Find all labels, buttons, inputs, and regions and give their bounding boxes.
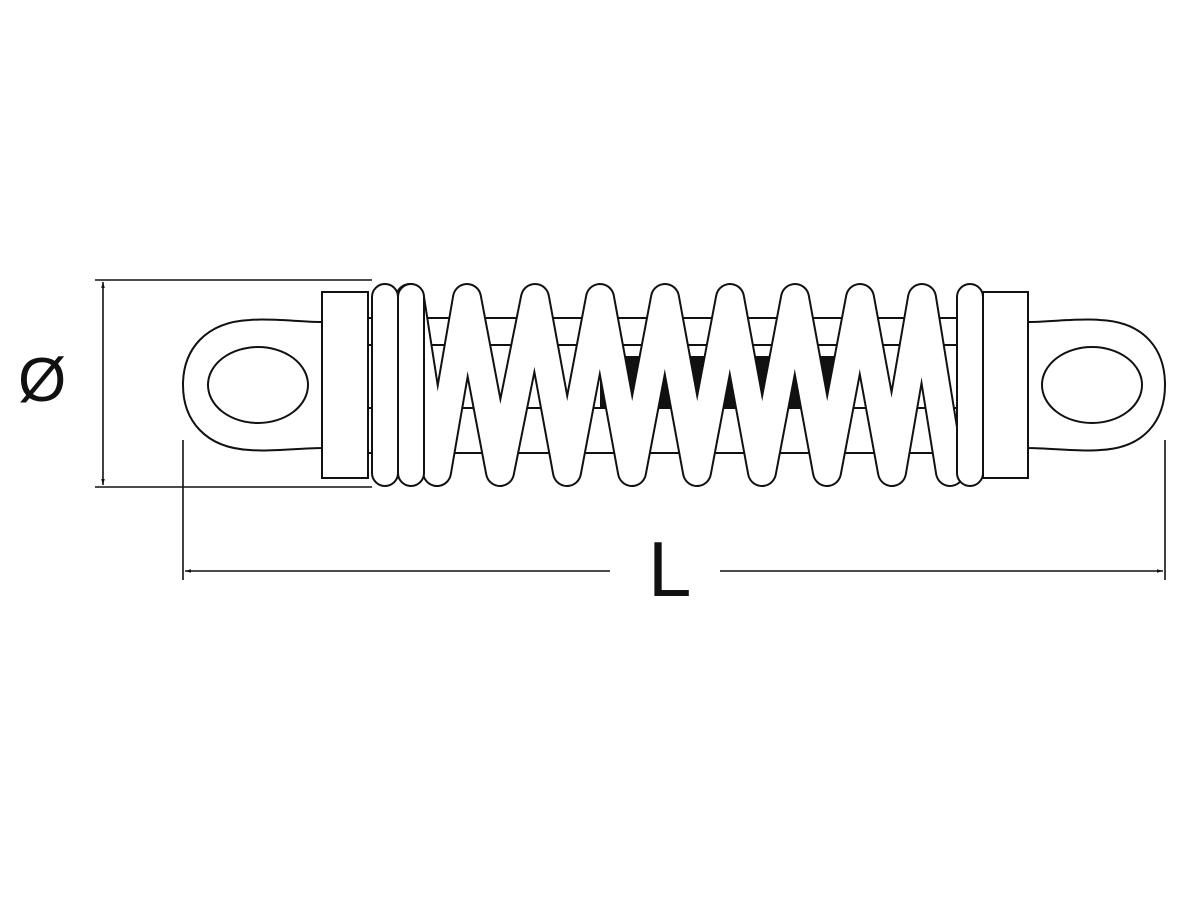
end-coil-right <box>956 283 984 487</box>
diameter-label: Ø <box>18 346 67 415</box>
length-label: L <box>648 525 692 613</box>
left-eye-hole <box>207 346 309 424</box>
end-coil-left-2 <box>397 283 425 487</box>
right-eye-hole <box>1041 346 1143 424</box>
spring-coils <box>395 283 965 487</box>
end-coil-left-1 <box>371 283 399 487</box>
left-end-cap <box>321 291 369 479</box>
right-end-cap <box>982 291 1029 479</box>
